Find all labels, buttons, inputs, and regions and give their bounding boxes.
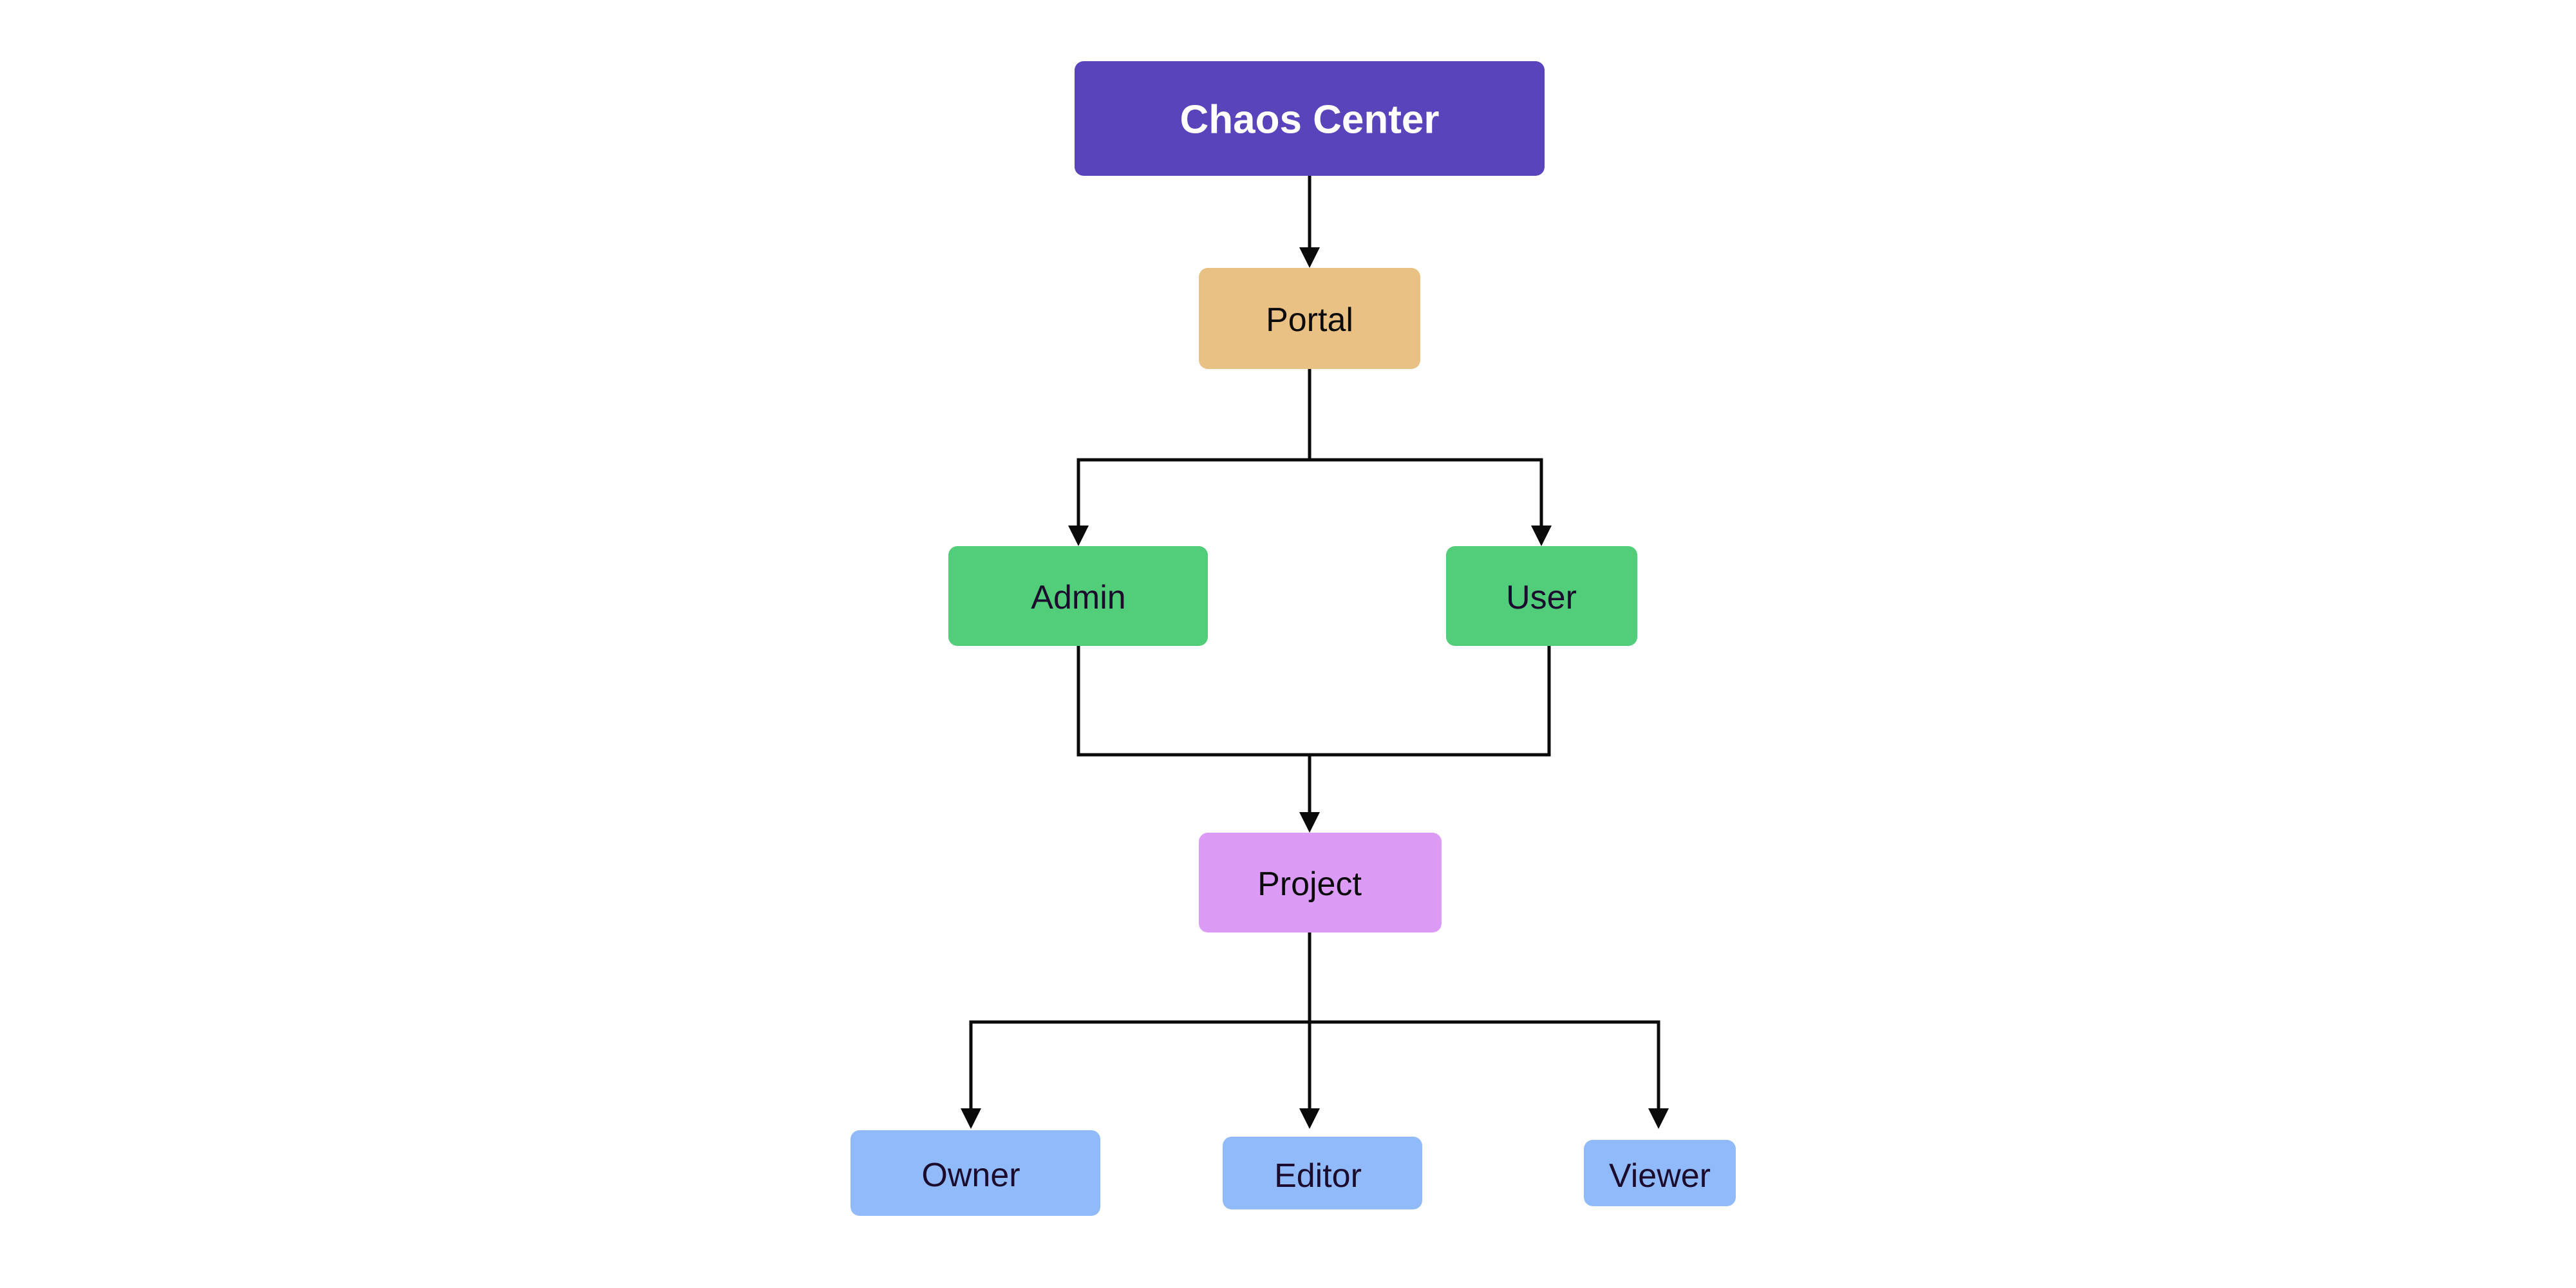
node-chaos-center-shape[interactable] [1075, 61, 1545, 176]
node-portal-label: Portal [1266, 301, 1353, 339]
node-editor-shape[interactable] [1223, 1137, 1422, 1209]
edge-portal-to-admin [1068, 369, 1312, 546]
edge-chaos-center-to-portal [1299, 176, 1320, 268]
node-editor-label: Editor [1274, 1157, 1362, 1195]
node-chaos-center-label: Chaos Center [1180, 98, 1439, 142]
edge-user-to-project [1310, 646, 1551, 757]
node-viewer[interactable]: Viewer [1584, 1140, 1736, 1206]
node-user-label: User [1506, 579, 1577, 616]
edge-layer [961, 176, 1669, 1129]
edge-project-to-editor [1299, 1022, 1320, 1129]
node-owner-label: Owner [921, 1157, 1020, 1194]
node-admin[interactable]: Admin [948, 546, 1208, 646]
edge-project-to-owner [961, 933, 1312, 1129]
node-user-shape[interactable] [1446, 546, 1637, 646]
node-project-shape[interactable] [1199, 833, 1442, 933]
node-project-label: Project [1257, 866, 1362, 903]
node-user[interactable]: User [1446, 546, 1637, 646]
node-viewer-shape[interactable] [1584, 1140, 1736, 1206]
node-layer: Chaos Center Portal Admin User Project [851, 61, 1736, 1216]
node-owner-shape[interactable] [851, 1130, 1100, 1216]
edge-portal-to-user [1310, 458, 1552, 546]
node-chaos-center[interactable]: Chaos Center [1075, 61, 1545, 176]
node-viewer-label: Viewer [1609, 1157, 1711, 1195]
node-portal-shape[interactable] [1199, 268, 1420, 369]
node-editor[interactable]: Editor [1223, 1137, 1422, 1209]
edge-project-to-viewer [1310, 1020, 1669, 1129]
edge-admin-to-project [1076, 646, 1320, 833]
node-admin-shape[interactable] [948, 546, 1208, 646]
node-owner[interactable]: Owner [851, 1130, 1100, 1216]
node-project[interactable]: Project [1199, 833, 1442, 933]
node-portal[interactable]: Portal [1199, 268, 1420, 369]
node-admin-label: Admin [1031, 579, 1125, 616]
